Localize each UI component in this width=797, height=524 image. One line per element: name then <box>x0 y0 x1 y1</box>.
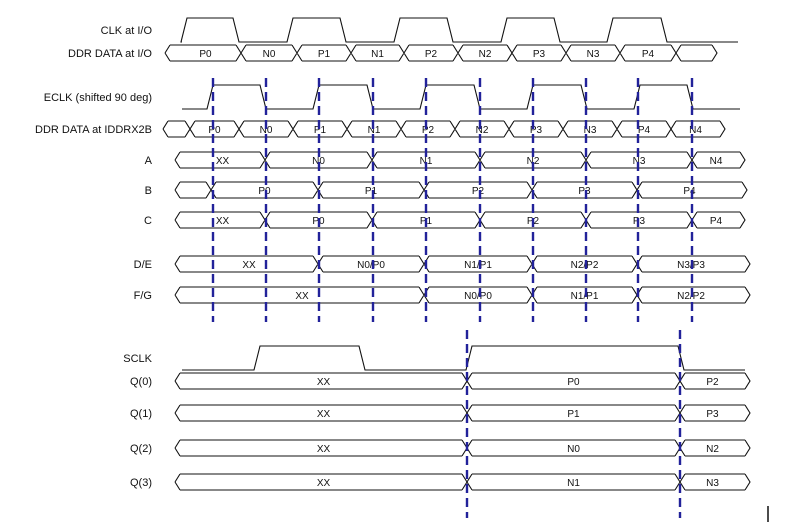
value-label: P3 <box>706 409 719 420</box>
value-label: XX <box>216 156 230 167</box>
value-label: N1/P1 <box>464 260 492 271</box>
clock-trace <box>182 345 745 371</box>
label-de: D/E <box>134 259 152 271</box>
value-label: P4 <box>683 186 696 197</box>
value-label: P4 <box>710 216 723 227</box>
wave-clk <box>180 17 738 43</box>
edge-markers <box>211 78 694 518</box>
value-label: XX <box>242 260 256 271</box>
bus-trace <box>174 473 751 491</box>
bus-trace <box>164 44 718 62</box>
label-clk: CLK at I/O <box>101 25 153 37</box>
label-ddr-iddr: DDR DATA at IDDRX2B <box>35 124 152 136</box>
value-label: N4 <box>710 156 723 167</box>
value-label: P3 <box>530 125 543 136</box>
bus-trace <box>174 404 751 422</box>
bus-trace <box>174 255 751 273</box>
value-label: P0 <box>199 49 212 60</box>
value-label: N2 <box>479 49 492 60</box>
value-label: N3 <box>587 49 600 60</box>
label-q0: Q(0) <box>130 376 152 388</box>
value-label: N1 <box>368 125 381 136</box>
value-label: N3 <box>584 125 597 136</box>
value-label: XX <box>317 409 331 420</box>
bus-trace <box>174 439 751 457</box>
value-label: XX <box>295 291 309 302</box>
label-fg: F/G <box>134 290 152 302</box>
wave-ddr-iddr: P0 N0 P1 N1 P2 N2 P3 N3 P4 N4 <box>162 120 726 138</box>
wave-q0: XX P0 P2 <box>174 372 751 390</box>
wave-q3: XX N1 N3 <box>174 473 751 491</box>
value-label: N3 <box>706 478 719 489</box>
label-eclk: ECLK (shifted 90 deg) <box>44 92 152 104</box>
value-label: N2 <box>706 444 719 455</box>
wave-b: P0 P1 P2 P3 P4 <box>174 181 748 199</box>
value-label: P4 <box>642 49 655 60</box>
value-label: N0 <box>567 444 580 455</box>
label-a: A <box>145 155 153 167</box>
value-label: P0 <box>567 377 580 388</box>
label-b: B <box>145 185 152 197</box>
bus-trace <box>174 372 751 390</box>
value-label: P0 <box>208 125 221 136</box>
label-q1: Q(1) <box>130 408 152 420</box>
value-label: N0 <box>312 156 325 167</box>
value-label: N2 <box>527 156 540 167</box>
value-label: P2 <box>706 377 719 388</box>
value-label: P1 <box>318 49 331 60</box>
signal-labels: CLK at I/O DDR DATA at I/O ECLK (shifted 9… <box>35 25 153 489</box>
value-label: P2 <box>472 186 485 197</box>
value-label: N3 <box>633 156 646 167</box>
value-label: P2 <box>425 49 438 60</box>
label-q2: Q(2) <box>130 443 152 455</box>
value-label: N1 <box>420 156 433 167</box>
value-label: N2/P2 <box>571 260 599 271</box>
bus-trace <box>174 286 751 304</box>
bus-trace <box>174 211 746 229</box>
value-label: XX <box>317 478 331 489</box>
clock-trace <box>180 17 738 43</box>
value-label: N0/P0 <box>464 291 492 302</box>
value-label: P3 <box>633 216 646 227</box>
wave-a: XX N0 N1 N2 N3 N4 <box>174 151 746 169</box>
value-label: N1 <box>567 478 580 489</box>
value-label: XX <box>216 216 230 227</box>
wave-q1: XX P1 P3 <box>174 404 751 422</box>
value-label: N1/P1 <box>571 291 599 302</box>
value-label: P4 <box>638 125 651 136</box>
wave-ddr-io: P0 N0 P1 N1 P2 N2 P3 N3 P4 <box>164 44 718 62</box>
label-c: C <box>144 215 152 227</box>
value-label: N0/P0 <box>357 260 385 271</box>
bus-trace <box>174 151 746 169</box>
value-label: XX <box>317 377 331 388</box>
label-sclk: SCLK <box>123 353 152 365</box>
label-q3: Q(3) <box>130 477 152 489</box>
wave-q2: XX N0 N2 <box>174 439 751 457</box>
value-label: N0 <box>263 49 276 60</box>
value-label: P1 <box>567 409 580 420</box>
value-label: P2 <box>422 125 435 136</box>
value-label: N1 <box>371 49 384 60</box>
value-label: N4 <box>689 125 702 136</box>
value-label: P3 <box>533 49 546 60</box>
wave-sclk <box>182 345 745 371</box>
value-label: P0 <box>258 186 271 197</box>
value-label: XX <box>317 444 331 455</box>
label-ddr-io: DDR DATA at I/O <box>68 48 152 60</box>
value-label: N0 <box>260 125 273 136</box>
value-label: P1 <box>365 186 378 197</box>
value-label: P3 <box>578 186 591 197</box>
value-label: P1 <box>314 125 327 136</box>
value-label: N2 <box>476 125 489 136</box>
